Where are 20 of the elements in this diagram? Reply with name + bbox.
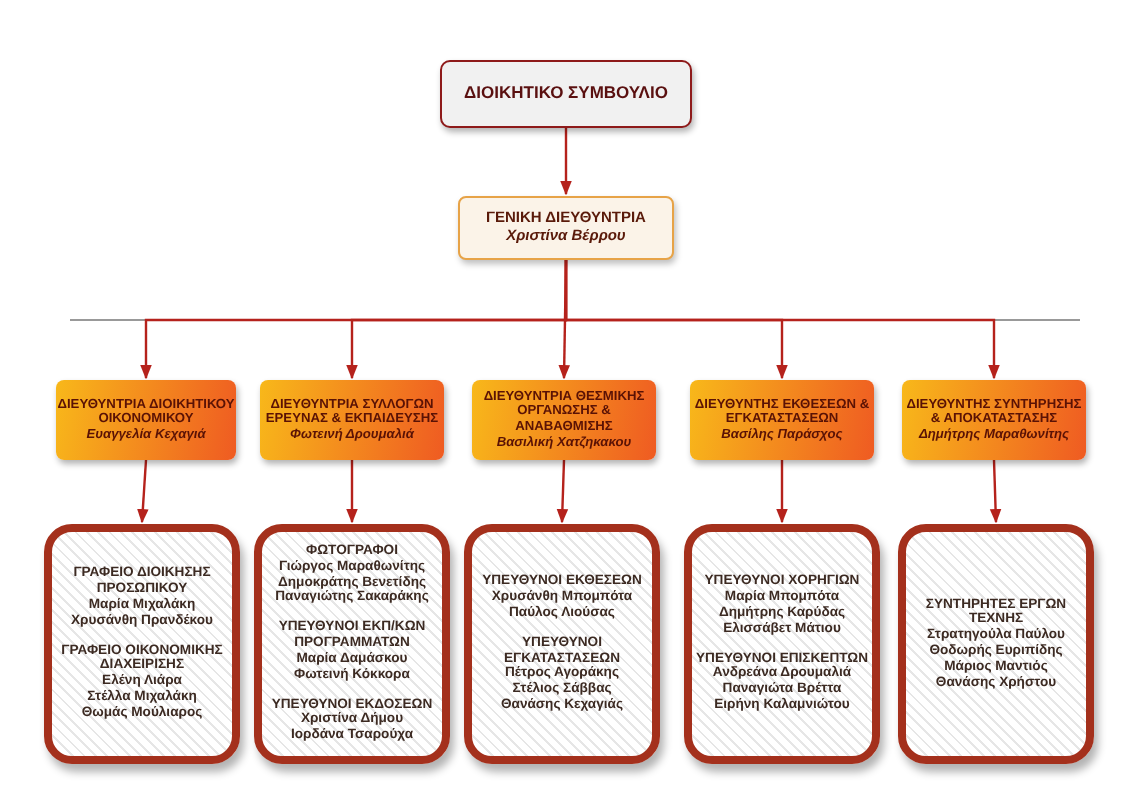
team-box [684,524,880,764]
director-box [458,196,674,260]
arrow [564,260,1000,380]
department-box [472,380,656,460]
arrow [556,459,569,524]
department-box [56,380,236,460]
team-box [898,524,1094,764]
heading-text: ΔΙΟΙΚΗΤΙΚΟ ΣΥΜΒΟΥΛΙΟ [464,84,668,104]
arrow [560,128,572,196]
team-box [44,524,240,764]
department-box [690,380,874,460]
team-box [464,524,660,764]
department-box [260,380,444,460]
arrow [346,460,358,524]
arrow [776,460,788,524]
arrow [137,459,149,524]
department-box [902,380,1086,460]
team-box [254,524,450,764]
arrow [989,459,1002,524]
board-box [440,60,692,128]
